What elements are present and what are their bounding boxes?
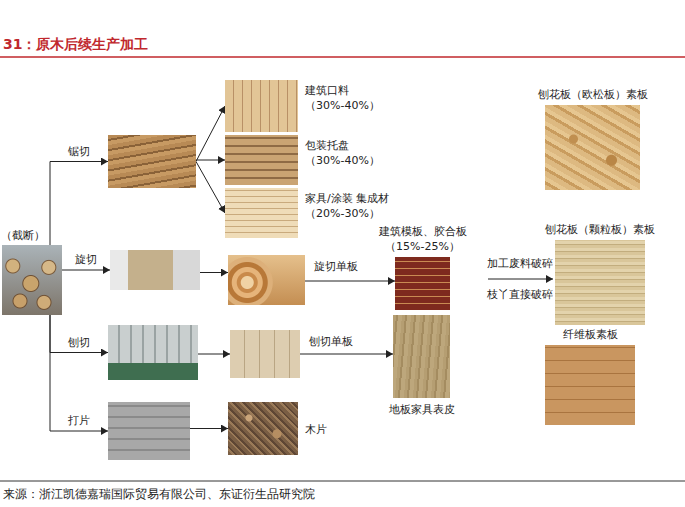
photo-node: 旋切单板 [228, 255, 305, 305]
node-text: （30%-40%） [305, 153, 380, 168]
text-group: 旋切单板 [314, 259, 358, 274]
flow-arrow [62, 270, 110, 271]
node-text: （20%-30%） [305, 206, 389, 221]
photo-node [108, 325, 198, 380]
process-note: 枝丫直接破碎 [487, 287, 553, 302]
process-arrow [488, 279, 553, 280]
flow-arrow [196, 160, 225, 161]
text-group: （截断） [1, 228, 45, 243]
flow-arrow [50, 315, 108, 431]
text-group: 家具/涂装 集成材（20%-30%） [305, 191, 389, 221]
photo-node: 包装托盘（30%-40%） [225, 135, 298, 185]
footer-rule [0, 481, 685, 482]
node-text: 地板家具表皮 [389, 402, 455, 417]
node-text: （15%-25%） [379, 239, 467, 254]
photo-node: 纤维板素板 [545, 345, 635, 425]
photo-node: 建筑模板、胶合板（15%-25%） [395, 257, 450, 310]
source-caption: 来源：浙江凯德嘉瑞国际贸易有限公司、东证衍生品研究院 [3, 486, 315, 503]
edge-label: 旋切 [74, 253, 98, 267]
edge-label: 锯切 [67, 145, 91, 159]
photo-node [110, 250, 200, 290]
text-group: 木片 [305, 421, 327, 436]
photo-node: 刨切单板 [230, 330, 300, 378]
title-rule [0, 56, 685, 58]
flow-arrow [196, 162, 225, 214]
text-group: 刨花板（颗粒板）素板 [545, 222, 655, 237]
figure-title: 31：原木后续生产加工 [3, 36, 148, 54]
node-text: 纤维板素板 [563, 327, 618, 342]
flow-arrow [300, 354, 393, 355]
photo-node: 家具/涂装 集成材（20%-30%） [225, 188, 298, 238]
photo-node: 木片 [228, 402, 298, 455]
photo-node: 地板家具表皮 [393, 315, 450, 398]
photo-node [108, 135, 196, 188]
flow-arrow [200, 272, 228, 273]
text-group: 地板家具表皮 [389, 402, 455, 417]
photo-node: （截断） [2, 245, 62, 315]
edge-label: 刨切 [67, 336, 91, 350]
node-text: （截断） [1, 228, 45, 243]
node-text: 建筑模板、胶合板 [379, 224, 467, 239]
node-text: 家具/涂装 集成材 [305, 191, 389, 206]
node-text: 刨花板（欧松板）素板 [538, 87, 648, 102]
flow-arrow [50, 315, 108, 353]
process-note: 加工废料破碎 [487, 256, 553, 271]
flow-arrow [50, 162, 108, 246]
node-text: 刨切单板 [309, 334, 353, 349]
flow-arrow [198, 354, 230, 355]
edge-label: 打片 [67, 414, 91, 428]
text-group: 建筑口料（30%-40%） [305, 83, 380, 113]
text-group: 刨花板（欧松板）素板 [538, 87, 648, 102]
photo-node: 建筑口料（30%-40%） [225, 80, 298, 132]
photo-node: 刨花板（欧松板）素板 [545, 105, 640, 190]
node-text: （30%-40%） [305, 98, 380, 113]
flow-arrow [196, 106, 225, 162]
flow-arrow [305, 281, 395, 282]
text-group: 刨切单板 [309, 334, 353, 349]
photo-node: 刨花板（颗粒板）素板 [555, 240, 645, 325]
text-group: 包装托盘（30%-40%） [305, 138, 380, 168]
photo-node [108, 402, 190, 460]
node-text: 旋切单板 [314, 259, 358, 274]
flow-arrow [190, 428, 228, 429]
node-text: 建筑口料 [305, 83, 380, 98]
text-group: 建筑模板、胶合板（15%-25%） [379, 224, 467, 254]
node-text: 包装托盘 [305, 138, 380, 153]
node-text: 刨花板（颗粒板）素板 [545, 222, 655, 237]
text-group: 纤维板素板 [563, 327, 618, 342]
node-text: 木片 [305, 421, 327, 436]
